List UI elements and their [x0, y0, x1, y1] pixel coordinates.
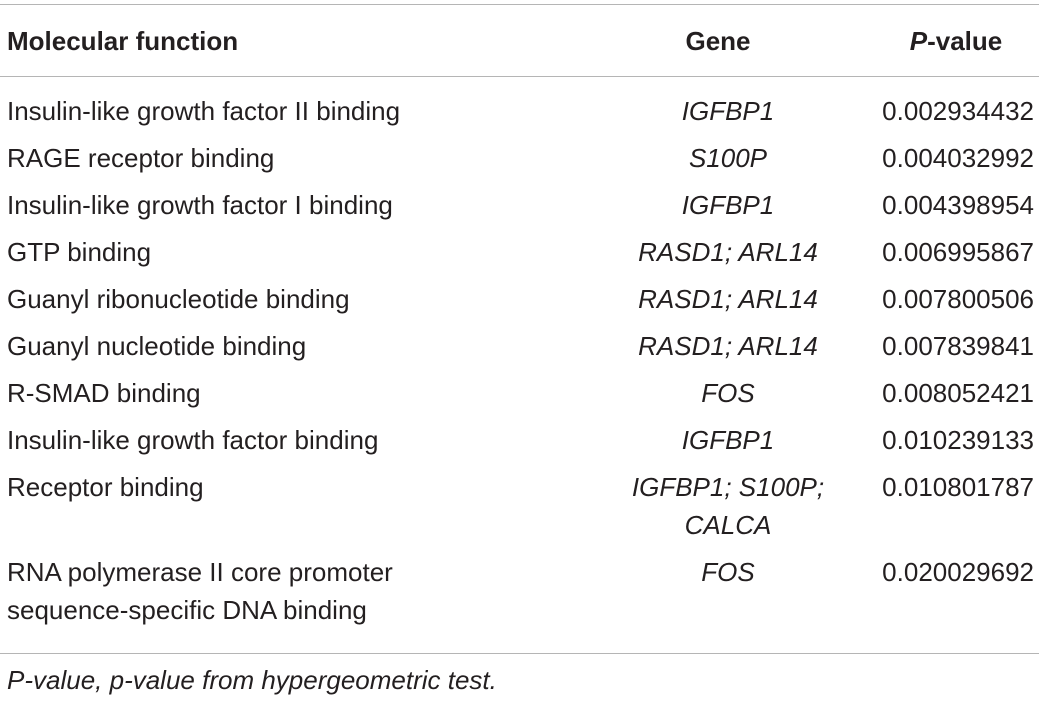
table-row: RAGE receptor binding S100P 0.004032992: [0, 139, 1039, 186]
cell-molecular-function-line: R-SMAD binding: [7, 378, 201, 408]
cell-p-value: 0.008052421: [882, 378, 1034, 408]
cell-gene: RASD1; ARL14: [583, 280, 853, 327]
cell-p-value: 0.010801787: [882, 472, 1034, 502]
cell-gene: IGFBP1: [583, 186, 853, 233]
cell-molecular-function-line: GTP binding: [7, 237, 152, 267]
header-molecular-function: Molecular function: [7, 25, 239, 56]
cell-p-value: 0.004032992: [882, 143, 1034, 173]
cell-p-value: 0.007839841: [882, 331, 1034, 361]
table-row: Insulin-like growth factor binding IGFBP1…: [0, 421, 1039, 468]
cell-gene: IGFBP1: [583, 76, 853, 139]
table-row: Guanyl nucleotide binding RASD1; ARL14 0.0…: [0, 327, 1039, 374]
cell-molecular-function: RNA polymerase II core promoter sequence-…: [0, 553, 583, 638]
cell-molecular-function-line: Insulin-like growth factor binding: [7, 425, 379, 455]
cell-p-value: 0.007800506: [882, 284, 1034, 314]
header-p-value: P-value: [853, 5, 1039, 76]
cell-molecular-function: Guanyl ribonucleotide binding: [0, 280, 583, 327]
cell-gene-line: IGFBP1: [681, 425, 775, 455]
cell-gene-line: FOS: [701, 378, 755, 408]
cell-gene: IGFBP1; S100P; CALCA: [583, 468, 853, 553]
cell-molecular-function: Insulin-like growth factor I binding: [0, 186, 583, 233]
table-row: Receptor binding IGFBP1; S100P; CALCA 0.010…: [0, 468, 1039, 553]
cell-gene-line: IGFBP1: [681, 190, 775, 220]
cell-gene-line: IGFBP1; S100P;: [631, 472, 825, 502]
cell-molecular-function: Insulin-like growth factor II binding: [0, 76, 583, 139]
header-row: Molecular function Gene P-value: [0, 5, 1039, 76]
cell-gene: RASD1; ARL14: [583, 233, 853, 280]
cell-molecular-function: Receptor binding: [0, 468, 583, 553]
cell-molecular-function-line: RNA polymerase II core promoter: [7, 557, 393, 587]
cell-molecular-function: R-SMAD binding: [0, 374, 583, 421]
cell-p-value: 0.020029692: [882, 557, 1034, 587]
table-row: Guanyl ribonucleotide binding RASD1; ARL1…: [0, 280, 1039, 327]
cell-gene-line: IGFBP1: [681, 96, 775, 126]
molecular-function-table: Molecular function Gene P-value Insulin-…: [0, 5, 1039, 638]
cell-gene-line: RASD1; ARL14: [638, 237, 818, 267]
table-row: Insulin-like growth factor II binding IGF…: [0, 76, 1039, 139]
cell-gene: RASD1; ARL14: [583, 327, 853, 374]
cell-molecular-function-line: Insulin-like growth factor I binding: [7, 190, 393, 220]
bottom-rule: [0, 653, 1039, 654]
cell-p-value: 0.002934432: [882, 96, 1034, 126]
cell-molecular-function: Insulin-like growth factor binding: [0, 421, 583, 468]
cell-gene-line: S100P: [688, 143, 768, 173]
cell-molecular-function-line: Guanyl nucleotide binding: [7, 331, 307, 361]
table-row: RNA polymerase II core promoter sequence-…: [0, 553, 1039, 638]
cell-gene: S100P: [583, 139, 853, 186]
cell-gene: FOS: [583, 374, 853, 421]
cell-molecular-function: GTP binding: [0, 233, 583, 280]
top-rule: [0, 4, 1039, 5]
table-row: GTP binding RASD1; ARL14 0.006995867: [0, 233, 1039, 280]
header-p-rest: -value: [927, 25, 1003, 56]
cell-molecular-function-line: Receptor binding: [7, 472, 204, 502]
cell-gene-line: CALCA: [684, 510, 772, 540]
cell-molecular-function-line: Insulin-like growth factor II binding: [7, 96, 401, 126]
table-row: Insulin-like growth factor I binding IGFB…: [0, 186, 1039, 233]
cell-molecular-function-line: sequence-specific DNA binding: [7, 595, 367, 625]
table-row: R-SMAD binding FOS 0.008052421: [0, 374, 1039, 421]
cell-p-value: 0.004398954: [882, 190, 1034, 220]
cell-molecular-function-line: Guanyl ribonucleotide binding: [7, 284, 350, 314]
header-rule: [0, 76, 1039, 77]
cell-p-value: 0.006995867: [882, 237, 1034, 267]
cell-molecular-function-line: RAGE receptor binding: [7, 143, 275, 173]
cell-gene-line: RASD1; ARL14: [638, 331, 818, 361]
table-footnote: P-value, p-value from hypergeometric tes…: [7, 665, 497, 695]
cell-gene: FOS: [583, 553, 853, 638]
header-p-italic: P: [909, 25, 928, 56]
cell-p-value: 0.010239133: [882, 425, 1034, 455]
cell-gene-line: RASD1; ARL14: [638, 284, 818, 314]
header-gene: Gene: [685, 25, 751, 56]
cell-gene-line: FOS: [701, 557, 755, 587]
cell-gene: IGFBP1: [583, 421, 853, 468]
cell-molecular-function: RAGE receptor binding: [0, 139, 583, 186]
cell-molecular-function: Guanyl nucleotide binding: [0, 327, 583, 374]
